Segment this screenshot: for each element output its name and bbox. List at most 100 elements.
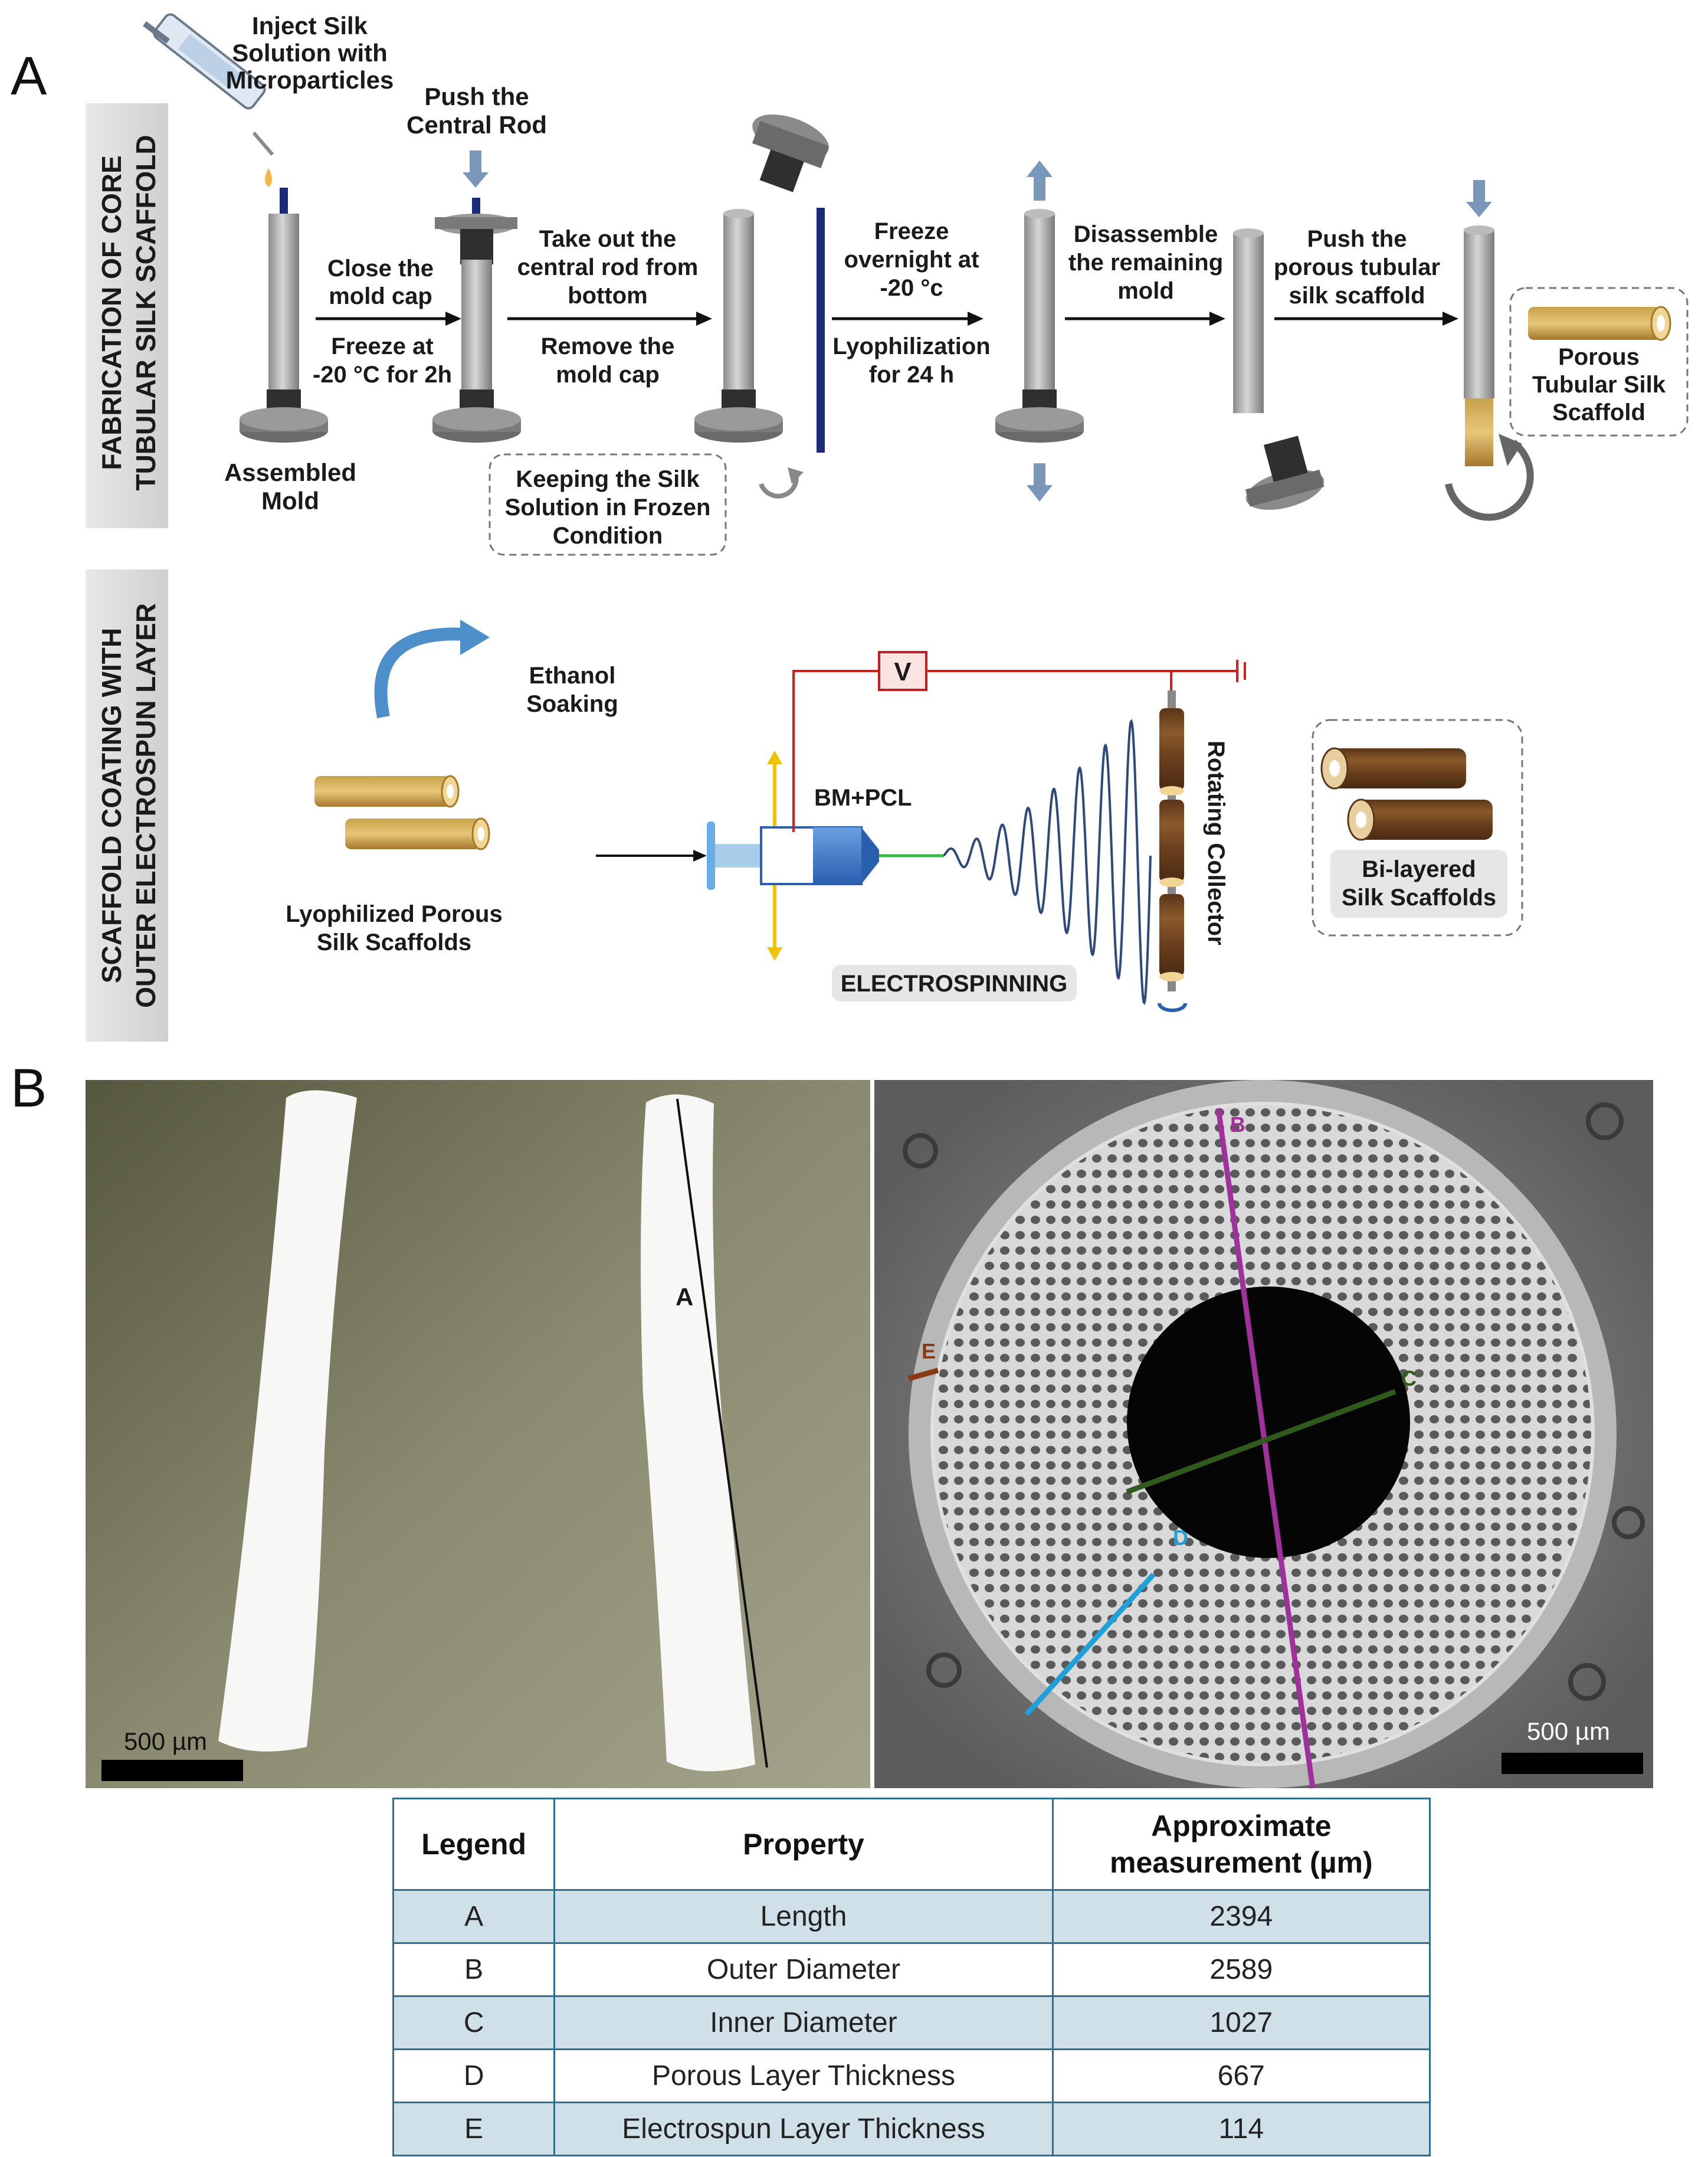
section2-title-line1: SCAFFOLD COATING WITH xyxy=(96,628,127,983)
bilayered-line2: Silk Scaffolds xyxy=(1342,885,1496,911)
panel-label-a: A xyxy=(11,46,47,106)
freeze-overnight-line2: overnight at xyxy=(844,247,979,273)
panel-label-b: B xyxy=(11,1058,47,1118)
scaffold-on-rod-icon xyxy=(1465,398,1493,466)
down-arrow-icon-2 xyxy=(1027,463,1053,502)
marker-e-line xyxy=(907,1367,939,1382)
section1-title-line1: FABRICATION OF CORE xyxy=(96,155,127,470)
disassemble-line1: Disassemble xyxy=(1074,221,1218,247)
marker-a-line xyxy=(676,1098,768,1768)
marker-b-line xyxy=(1215,1108,1316,1789)
lyophilized-line2: Silk Scaffolds xyxy=(317,929,471,955)
collector-label: Rotating Collector xyxy=(1203,741,1229,945)
header-measurement-line2: measurement (µm) xyxy=(1110,1846,1373,1879)
translation-arrow-top xyxy=(767,751,782,764)
bilayered-box xyxy=(1312,719,1523,937)
section2-title-line2: OUTER ELECTROSPUN LAYER xyxy=(130,603,161,1008)
row-value: 2394 xyxy=(1051,1889,1431,1944)
assembled-line2: Mold xyxy=(261,487,319,515)
row-legend: A xyxy=(392,1889,556,1944)
marker-e: E xyxy=(922,1339,936,1363)
row-value: 2589 xyxy=(1051,1942,1431,1997)
ethanol-line2: Soaking xyxy=(526,691,618,717)
push-porous-line3: silk scaffold xyxy=(1289,283,1425,309)
scale-left-label: 500 µm xyxy=(124,1727,207,1755)
scale-bar-right xyxy=(1502,1753,1643,1774)
row-property: Porous Layer Thickness xyxy=(553,2048,1054,2103)
scaffold-mold-rod-icon xyxy=(1233,233,1264,413)
bilayered-scaffold-icon-2 xyxy=(1347,798,1493,841)
section1-sidebar xyxy=(86,103,168,528)
porous-result-line2: Tubular Silk xyxy=(1532,372,1666,398)
row-property: Outer Diameter xyxy=(553,1942,1054,1997)
bilayered-scaffold-icon-1 xyxy=(1320,747,1466,790)
scaffold-photo-2 xyxy=(641,1094,755,1772)
central-rod-icon xyxy=(817,208,825,453)
rotate-arrow-icon-2 xyxy=(1445,440,1534,521)
row-value: 1027 xyxy=(1051,1995,1431,2050)
rod-top xyxy=(1233,228,1264,238)
measurement-table: Legend Property Approximate measurement … xyxy=(392,1798,1431,2156)
lyophilized-scaffold-icon-1 xyxy=(314,775,460,808)
soaking-arrow-icon xyxy=(374,627,467,719)
header-measurement-line1: Approximate xyxy=(1151,1809,1332,1842)
scale-right-label: 500 µm xyxy=(1527,1717,1610,1745)
photo-right-sem: B C D E 500 µm xyxy=(874,1080,1653,1789)
down-arrow-icon xyxy=(463,150,489,188)
bilayered-line1: Bi-layered xyxy=(1362,856,1476,882)
assembled-mold-icon xyxy=(240,188,328,443)
polymer-jet xyxy=(943,719,1152,1005)
push-porous-line2: porous tubular xyxy=(1274,254,1440,280)
arrow-head-3 xyxy=(968,312,984,326)
marker-d: D xyxy=(1173,1526,1188,1550)
porous-scaffold-icon xyxy=(1528,306,1671,341)
arrow-head-4 xyxy=(1209,312,1225,326)
arrow-head-5 xyxy=(1443,312,1458,326)
close-cap-line1: Close the xyxy=(327,256,434,282)
electrospinning-syringe-icon xyxy=(707,821,944,890)
voltage-label: V xyxy=(894,657,912,686)
method-label-bg xyxy=(832,965,1077,1001)
header-measurement: Approximate measurement (µm) xyxy=(1051,1798,1431,1891)
final-rod-top xyxy=(1464,225,1494,235)
rotating-collector-icon xyxy=(1159,690,1184,991)
down-arrow-icon-3 xyxy=(1466,180,1492,217)
solution-label: BM+PCL xyxy=(814,785,912,811)
row-legend: C xyxy=(392,1995,556,2050)
porous-scaffold-box xyxy=(1509,287,1689,437)
marker-a: A xyxy=(676,1283,693,1311)
marker-c-line xyxy=(1126,1389,1396,1495)
arrow-head-1 xyxy=(445,312,461,326)
keeping-line3: Condition xyxy=(553,523,663,549)
keeping-frozen-box xyxy=(489,453,727,556)
take-out-line2: central rod from xyxy=(517,254,699,280)
ethanol-line1: Ethanol xyxy=(529,663,616,689)
push-porous-line1: Push the xyxy=(1307,226,1407,252)
row-legend: D xyxy=(392,2048,556,2103)
freeze-2h-line1: Freeze at xyxy=(331,333,433,359)
row-property: Electrospun Layer Thickness xyxy=(553,2102,1054,2156)
scale-bar-left xyxy=(101,1760,243,1781)
keeping-line1: Keeping the Silk xyxy=(516,466,700,492)
row-property: Inner Diameter xyxy=(553,1995,1054,2050)
open-mold-icon xyxy=(694,209,783,443)
keeping-line2: Solution in Frozen xyxy=(505,495,711,521)
freeze-overnight-line1: Freeze xyxy=(874,218,949,244)
lyophilization-line2: for 24 h xyxy=(869,362,954,388)
final-rod-icon xyxy=(1464,230,1494,398)
table-row: E Electrospun Layer Thickness 114 xyxy=(392,2102,1431,2156)
freeze-overnight-line3: -20 °c xyxy=(880,275,943,301)
marker-d-line xyxy=(1024,1572,1156,1717)
section2-title: SCAFFOLD COATING WITH OUTER ELECTROSPUN … xyxy=(96,603,161,1008)
porous-result-line1: Porous xyxy=(1558,344,1640,370)
table-row: C Inner Diameter 1027 xyxy=(392,1995,1431,2050)
capped-mold-icon xyxy=(432,198,521,443)
sem-layer-boundary xyxy=(930,1102,1595,1766)
marker-c: C xyxy=(1401,1366,1417,1390)
push-rod-line1: Push the xyxy=(424,83,529,110)
lyophilization-line1: Lyophilization xyxy=(832,333,990,359)
rotate-arrow-head xyxy=(788,467,804,484)
method-label: ELECTROSPINNING xyxy=(841,971,1067,997)
porous-result-line3: Scaffold xyxy=(1552,400,1645,425)
lyophilized-scaffold-icon-2 xyxy=(345,817,490,850)
